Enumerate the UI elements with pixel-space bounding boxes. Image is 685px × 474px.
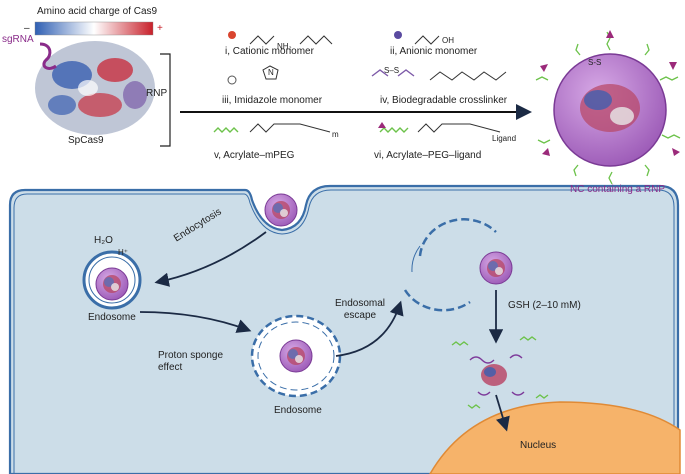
spcas9-label: SpCas9 [68, 135, 104, 146]
monomer-iii-label: iii, Imidazole monomer [222, 95, 323, 106]
monomer-ii-label: ii, Anionic monomer [390, 46, 478, 57]
monomer-i-label: i, Cationic monomer [225, 46, 314, 57]
endosome-1 [82, 250, 142, 310]
proton-sponge-label: Proton sponge effect [158, 350, 224, 373]
gsh-label: GSH (2–10 mM) [508, 300, 581, 311]
monomer-structures [213, 31, 507, 133]
endosome-1-label: Endosome [88, 312, 136, 323]
legend-minus: – [24, 23, 30, 34]
legend-plus: + [157, 23, 163, 34]
nanocapsule-label: NC containing a RNP [570, 184, 666, 195]
cell-membrane [8, 184, 680, 474]
endosomal-escape-label: Endosomal escape [334, 298, 386, 321]
monomer-iii-group: N [268, 68, 274, 77]
endosome-2 [250, 314, 342, 398]
sgrna-strand [39, 42, 57, 70]
nanocapsule [535, 30, 681, 196]
endosome-2-label: Endosome [274, 405, 322, 416]
crosslink-text: S-S [588, 58, 602, 67]
legend-title: Amino acid charge of Cas9 [37, 6, 158, 17]
rnp-label: RNP [146, 88, 168, 99]
released-rnp [451, 336, 549, 409]
monomer-iv-group: S–S [384, 66, 400, 75]
monomer-iv-label: iv, Biodegradable crosslinker [380, 95, 508, 106]
rnp-bracket [160, 53, 171, 147]
pathway-arrows [139, 231, 510, 432]
monomer-ii-group: OH [442, 36, 454, 45]
nucleus [429, 401, 681, 474]
monomer-v-group: m [332, 130, 339, 139]
nucleus-label: Nucleus [520, 440, 557, 451]
monomer-vi-group: Ligand [492, 134, 517, 143]
monomer-i-group: NH₂ [277, 42, 292, 51]
spcas9-protein [35, 41, 155, 135]
charge-gradient-bar [34, 21, 154, 36]
h-plus-label: H⁺ [118, 248, 128, 257]
monomer-v-label: v, Acrylate–mPEG [214, 150, 295, 161]
ruptured-endosome [403, 218, 513, 312]
nc-entering-cell [264, 193, 298, 227]
h2o-label: H₂O [94, 235, 113, 246]
sgrna-label: sgRNA [2, 34, 34, 45]
monomer-vi-label: vi, Acrylate–PEG–ligand [374, 150, 482, 161]
